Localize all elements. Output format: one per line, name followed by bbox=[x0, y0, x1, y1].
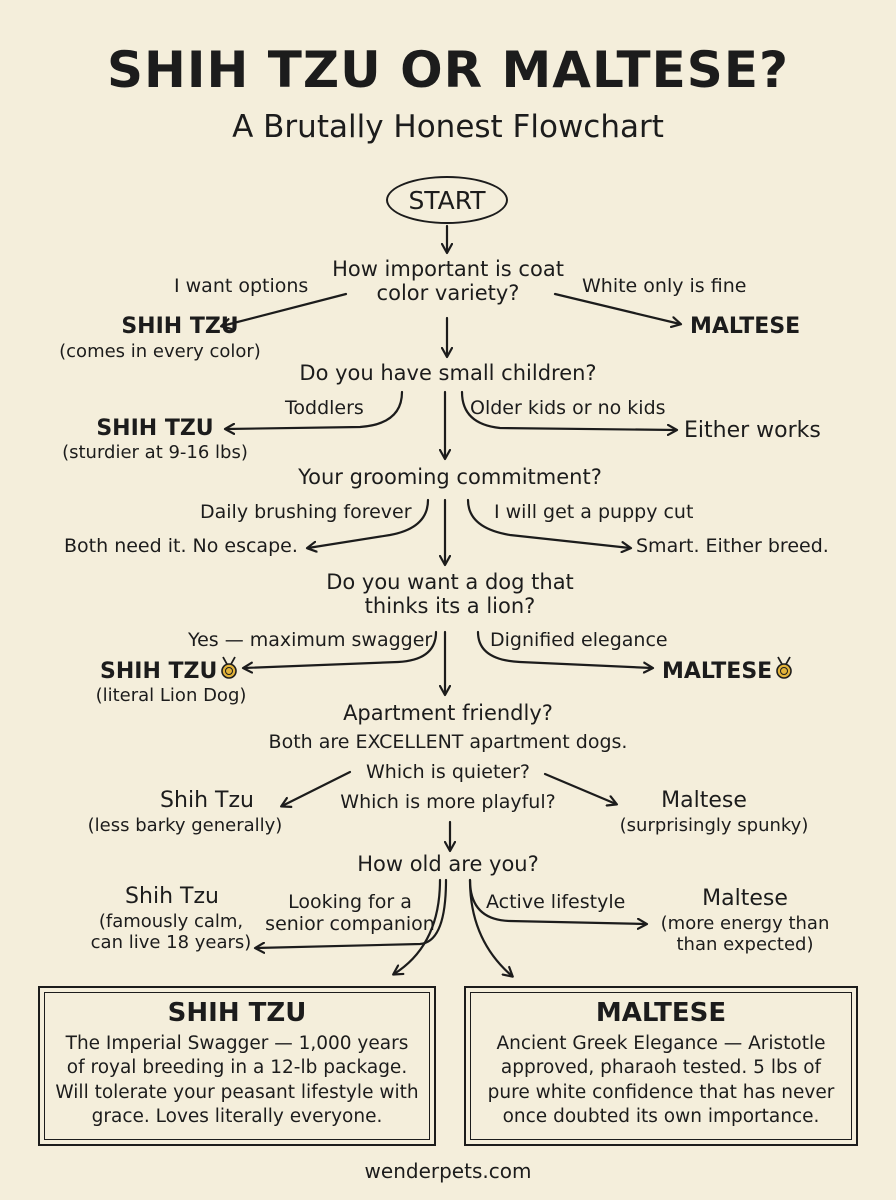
result-note-spunky: (surprisingly spunky) bbox=[619, 815, 809, 836]
result-shih-tzu-senior: Shih Tzu bbox=[125, 884, 219, 909]
question-apartment: Apartment friendly? bbox=[343, 701, 553, 725]
branch-label-older-kids: Older kids or no kids bbox=[470, 397, 666, 419]
final-box-shih-tzu: SHIH TZU The Imperial Swagger — 1,000 ye… bbox=[38, 986, 436, 1146]
question-playful: Which is more playful? bbox=[340, 791, 556, 813]
final-shih-tzu-body: The Imperial Swagger — 1,000 years of ro… bbox=[55, 1033, 419, 1128]
result-either-works: Either works bbox=[684, 418, 821, 443]
branch-label-daily-brushing: Daily brushing forever bbox=[200, 501, 412, 523]
result-maltese-elegance-label: MALTESE bbox=[662, 659, 773, 684]
result-note-sturdier: (sturdier at 9-16 lbs) bbox=[62, 442, 248, 463]
final-maltese-body: Ancient Greek Elegance — Aristotle appro… bbox=[487, 1033, 835, 1128]
question-small-children: Do you have small children? bbox=[299, 361, 597, 385]
result-note-calm-line2: can live 18 years) bbox=[90, 931, 252, 953]
branch-label-puppy-cut: I will get a puppy cut bbox=[494, 501, 694, 523]
result-shih-tzu-lion-label: SHIH TZU bbox=[100, 659, 218, 684]
branch-label-senior-line2: senior companion bbox=[265, 912, 435, 935]
result-maltese-playful: Maltese bbox=[661, 788, 747, 813]
question-lion-line2: thinks its a lion? bbox=[364, 594, 536, 619]
result-note-less-barky: (less barky generally) bbox=[87, 815, 283, 836]
start-node: START bbox=[386, 176, 508, 224]
page-title: SHIH TZU OR MALTESE? bbox=[107, 41, 789, 99]
branch-label-white-only: White only is fine bbox=[582, 275, 747, 297]
branch-label-active: Active lifestyle bbox=[486, 891, 626, 913]
branch-label-dignified: Dignified elegance bbox=[490, 629, 668, 651]
result-maltese-white: MALTESE bbox=[690, 314, 801, 339]
branch-label-options: I want options bbox=[174, 275, 309, 297]
branch-label-toddlers: Toddlers bbox=[285, 397, 364, 419]
result-smart-either: Smart. Either breed. bbox=[636, 535, 829, 557]
page-subtitle: A Brutally Honest Flowchart bbox=[232, 109, 664, 145]
result-maltese-elegance: MALTESE bbox=[662, 656, 793, 684]
question-lion-line1: Do you want a dog that bbox=[326, 570, 574, 594]
result-note-energy: (more energy than than expected) bbox=[650, 913, 840, 955]
result-shih-tzu-quiet: Shih Tzu bbox=[160, 788, 254, 813]
note-excellent-apartment: Both are EXCELLENT apartment dogs. bbox=[268, 731, 628, 753]
medal-icon bbox=[221, 656, 238, 679]
result-both-need-it: Both need it. No escape. bbox=[64, 535, 298, 557]
branch-label-senior: Looking for a senior companion bbox=[262, 891, 438, 936]
result-maltese-active: Maltese bbox=[702, 886, 788, 911]
result-note-calm-line1: (famously calm, bbox=[98, 911, 244, 932]
result-note-lion-dog: (literal Lion Dog) bbox=[95, 685, 247, 706]
question-coat-color-line1: How important is coat bbox=[332, 257, 564, 281]
result-shih-tzu-color: SHIH TZU bbox=[121, 314, 239, 339]
final-box-maltese: MALTESE Ancient Greek Elegance — Aristot… bbox=[464, 986, 858, 1146]
question-coat-color: How important is coat color variety? bbox=[300, 257, 596, 305]
question-grooming: Your grooming commitment? bbox=[298, 465, 602, 489]
medal-icon bbox=[776, 656, 793, 679]
question-age: How old are you? bbox=[357, 852, 539, 876]
question-coat-color-line2: color variety? bbox=[376, 281, 520, 306]
final-shih-tzu-title: SHIH TZU bbox=[167, 998, 307, 1028]
result-shih-tzu-lion: SHIH TZU bbox=[100, 656, 238, 684]
branch-label-senior-line1: Looking for a bbox=[288, 891, 412, 913]
result-note-energy-line1: (more energy than bbox=[660, 913, 830, 934]
result-note-calm: (famously calm, can live 18 years) bbox=[76, 911, 266, 953]
result-note-every-color: (comes in every color) bbox=[59, 341, 261, 362]
result-note-energy-line2: than expected) bbox=[676, 933, 814, 955]
result-shih-tzu-sturdier: SHIH TZU bbox=[96, 416, 214, 441]
branch-label-max-swagger: Yes — maximum swagger bbox=[188, 629, 433, 651]
footer-site: wenderpets.com bbox=[364, 1159, 532, 1183]
question-lion: Do you want a dog that thinks its a lion… bbox=[300, 570, 600, 618]
final-maltese-title: MALTESE bbox=[595, 998, 727, 1028]
question-quieter: Which is quieter? bbox=[366, 761, 530, 783]
